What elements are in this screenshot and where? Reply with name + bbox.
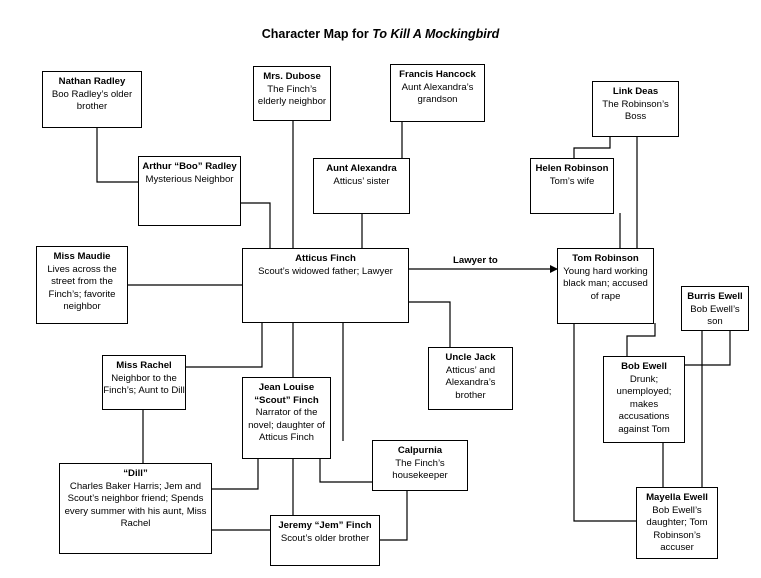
node-francis-hancock: Francis Hancock Aunt Alexandra’s grandso…: [390, 64, 485, 122]
node-calpurnia: Calpurnia The Finch’s housekeeper: [372, 440, 468, 491]
line-burris-bob: [685, 330, 731, 366]
node-description: Scout’s older brother: [280, 532, 370, 544]
line-scout-calpurnia: [319, 458, 372, 483]
node-description: Tom’s wife: [549, 175, 595, 187]
node-miss-rachel: Miss Rachel Neighbor to the Finch’s; Aun…: [102, 355, 186, 410]
node-mayella-ewell: Mayella Ewell Bob Ewell’s daughter; Tom …: [636, 487, 718, 559]
node-name: “Dill”: [123, 468, 148, 479]
node-name: Burris Ewell: [687, 291, 743, 302]
node-description: Atticus’ sister: [333, 175, 390, 187]
node-name: Uncle Jack: [445, 352, 496, 363]
node-nathan-radley: Nathan Radley Boo Radley’s older brother: [42, 71, 142, 128]
node-description: Mysterious Neighbor: [145, 173, 234, 185]
node-description: Scout’s widowed father; Lawyer: [258, 265, 393, 277]
node-name: Miss Rachel: [116, 360, 172, 371]
node-burris-ewell: Burris Ewell Bob Ewell’s son: [681, 286, 749, 331]
node-name: Mrs. Dubose: [263, 71, 321, 82]
line-calpurnia-jem: [379, 490, 408, 541]
node-name: Aunt Alexandra: [326, 163, 397, 174]
title-book: To Kill A Mockingbird: [372, 27, 500, 41]
node-jem-finch: Jeremy “Jem” Finch Scout’s older brother: [270, 515, 380, 566]
node-description: Aunt Alexandra’s grandson: [401, 81, 474, 106]
line-scout-dill: [212, 458, 259, 490]
node-name: Arthur “Boo” Radley: [142, 161, 237, 172]
node-name: Link Deas: [612, 86, 659, 97]
node-description: Bob Ewell’s daughter; Tom Robinson’s acc…: [646, 504, 708, 554]
node-name: Jeremy “Jem” Finch: [278, 520, 372, 531]
node-helen-robinson: Helen Robinson Tom’s wife: [530, 158, 614, 214]
node-name: Francis Hancock: [399, 69, 476, 80]
node-name: Jean Louise “Scout” Finch: [254, 382, 319, 406]
diagram-title: Character Map for To Kill A Mockingbird: [0, 27, 761, 41]
node-description: Bob Ewell’s son: [690, 303, 740, 328]
node-boo-radley: Arthur “Boo” Radley Mysterious Neighbor: [138, 156, 241, 226]
line-atticus-jack: [406, 301, 451, 347]
node-name: Calpurnia: [397, 445, 443, 456]
line-helen-linkdeas: [573, 136, 611, 158]
node-dill: “Dill” Charles Baker Harris; Jem and Sco…: [59, 463, 212, 554]
node-name: Nathan Radley: [58, 76, 126, 87]
node-description: Lives across the street from the Finch’s…: [47, 263, 117, 313]
node-name: Miss Maudie: [53, 251, 111, 262]
title-prefix: Character Map for: [261, 27, 373, 41]
line-tom-bob: [626, 323, 656, 357]
node-description: Boo Radley’s older brother: [51, 88, 133, 113]
node-description: Young hard working black man; accused of…: [563, 265, 648, 302]
line-atticus-rachel: [185, 322, 263, 368]
node-name: Tom Robinson: [572, 253, 639, 264]
node-name: Helen Robinson: [535, 163, 609, 174]
node-description: The Finch’s elderly neighbor: [257, 83, 327, 108]
node-description: Narrator of the novel; daughter of Attic…: [248, 407, 325, 444]
node-description: Neighbor to the Finch’s; Aunt to Dill: [103, 372, 185, 397]
line-boo-atticus: [240, 202, 271, 248]
node-name: Atticus Finch: [295, 253, 356, 264]
node-description: Atticus’ and Alexandra’s brother: [445, 364, 496, 401]
node-description: Charles Baker Harris; Jem and Scout’s ne…: [64, 480, 207, 530]
node-description: The Robinson’s Boss: [602, 98, 669, 123]
node-scout-finch: Jean Louise “Scout” Finch Narrator of th…: [242, 377, 331, 459]
lawyer-to-label: Lawyer to: [453, 255, 498, 266]
node-aunt-alexandra: Aunt Alexandra Atticus’ sister: [313, 158, 410, 214]
node-atticus-finch: Atticus Finch Scout’s widowed father; La…: [242, 248, 409, 323]
node-description: The Finch’s housekeeper: [392, 457, 448, 482]
line-tom-mayella: [573, 323, 636, 522]
node-miss-maudie: Miss Maudie Lives across the street from…: [36, 246, 128, 324]
node-tom-robinson: Tom Robinson Young hard working black ma…: [557, 248, 654, 324]
line-nathan-boo: [96, 127, 138, 183]
node-description: Drunk; unemployed; makes accusations aga…: [616, 373, 672, 435]
node-mrs-dubose: Mrs. Dubose The Finch’s elderly neighbor: [253, 66, 331, 121]
node-link-deas: Link Deas The Robinson’s Boss: [592, 81, 679, 137]
node-uncle-jack: Uncle Jack Atticus’ and Alexandra’s brot…: [428, 347, 513, 410]
node-name: Mayella Ewell: [646, 492, 708, 503]
node-bob-ewell: Bob Ewell Drunk; unemployed; makes accus…: [603, 356, 685, 443]
node-name: Bob Ewell: [621, 361, 667, 372]
